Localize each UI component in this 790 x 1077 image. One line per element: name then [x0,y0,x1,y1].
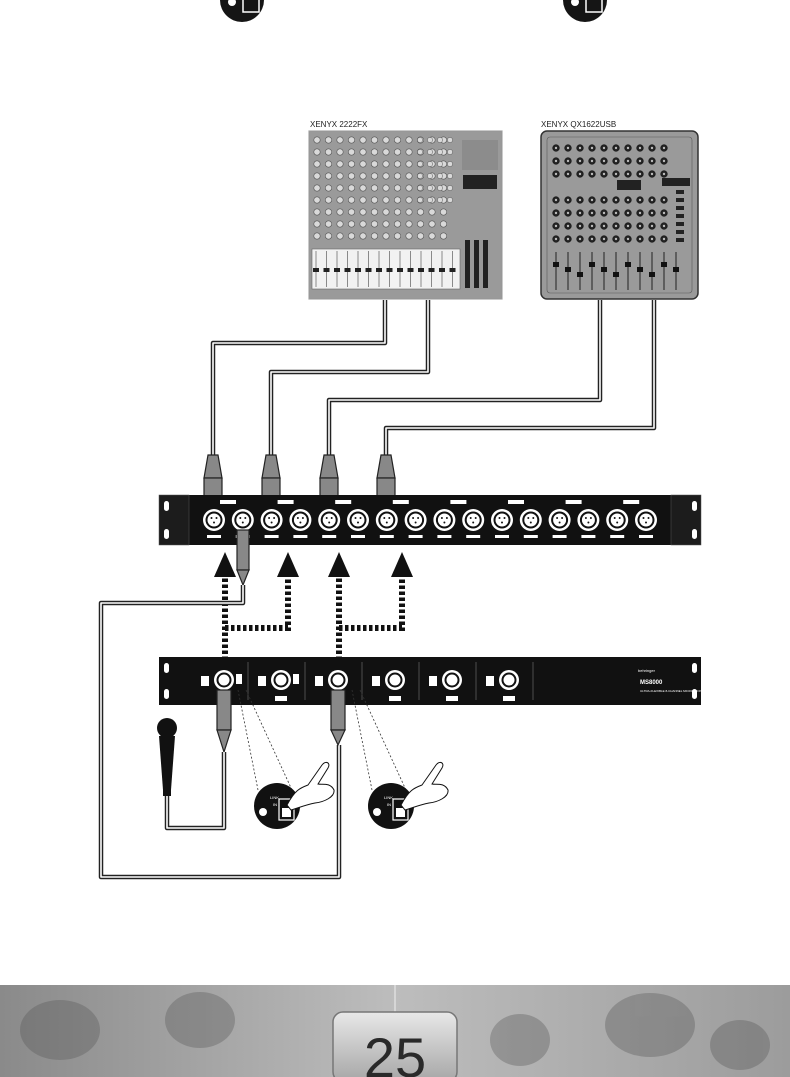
splitter-bottom: behringer MS8000 ULTRA-FLEXIBLE 8-CHANNE… [159,657,720,705]
microphone-icon [157,718,177,796]
mixer-right [540,130,699,300]
top-callout-circle-right [563,0,607,22]
splitter-top [158,494,702,546]
model-desc: ULTRA-FLEXIBLE 8-CHANNEL MICROPHONE SPLI… [640,689,720,693]
mixer-right-label: XENYX QX1622USB [541,120,616,129]
signal-arrows [214,552,413,660]
link-switch-label: LINK [384,795,393,800]
xlr-plugs-bottom [216,689,346,754]
mixer-left-label: XENYX 2222FX [310,120,368,129]
footer-band: 25 [0,985,790,1077]
zoom-lines [237,689,407,791]
pointing-hand-icon [286,761,335,811]
link-switch-sub: IN [273,802,277,807]
link-switch-callout-1: LINK IN [254,761,335,829]
pointing-hand-icon [400,761,449,811]
mixer-left [308,130,503,300]
xlr-plugs-top [203,454,396,511]
model-name: MS8000 [640,680,663,686]
xlr-plug-link-out [236,529,250,587]
brand-logo: behringer [638,668,656,673]
top-callout-circle-left [220,0,264,22]
link-switch-callout-2: LINK IN [368,761,449,829]
link-switch-label: LINK [270,795,279,800]
page-number: 25 [364,1026,426,1077]
link-switch-sub: IN [387,802,391,807]
cables-mixer-to-splitter [210,300,657,455]
